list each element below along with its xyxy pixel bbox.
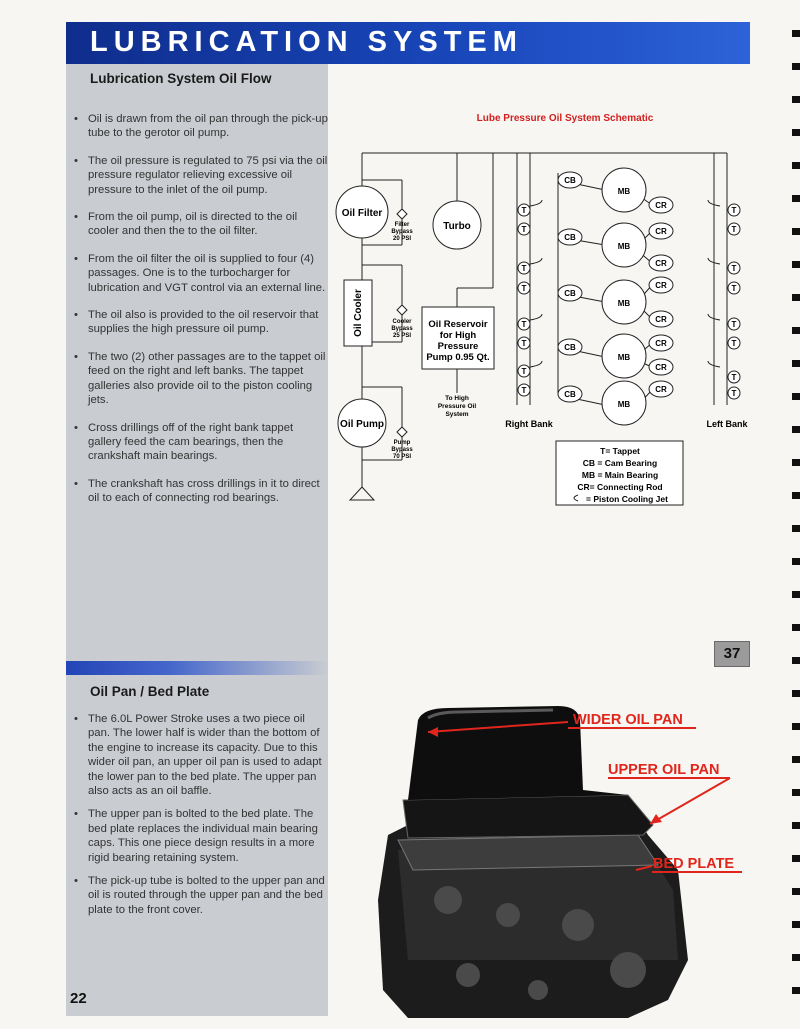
list-item: The upper pan is bolted to the bed plate… bbox=[70, 807, 328, 865]
conn-rod-label: CR bbox=[655, 201, 667, 210]
main-bearing-label: MB bbox=[618, 299, 631, 308]
conn-rod-label: CR bbox=[655, 385, 667, 394]
legend-entry: CR= Connecting Rod bbox=[577, 482, 662, 492]
legend-entry: MB = Main Bearing bbox=[582, 470, 658, 480]
list-item: The pick-up tube is bolted to the upper … bbox=[70, 874, 328, 917]
reservoir-label: Pressure bbox=[438, 341, 479, 352]
reservoir-label: Oil Reservoir bbox=[428, 319, 487, 330]
oil-pan-list: The 6.0L Power Stroke uses a two piece o… bbox=[70, 712, 328, 926]
bed-plate-label: BED PLATE bbox=[653, 856, 734, 872]
lube-schematic: Lube Pressure Oil System Schematic Oil F… bbox=[335, 113, 748, 506]
turbo-label: Turbo bbox=[443, 221, 471, 232]
tappet-label: T bbox=[522, 386, 527, 395]
tappet-label: T bbox=[732, 389, 737, 398]
filter-bypass-label: Bypass bbox=[391, 229, 413, 235]
page-number: 22 bbox=[70, 990, 87, 1007]
list-item: From the oil pump, oil is directed to th… bbox=[70, 210, 328, 239]
pump-bypass-label: Bypass bbox=[391, 447, 413, 453]
conn-rod-label: CR bbox=[655, 259, 667, 268]
binding-holes bbox=[792, 30, 800, 994]
tappet-label: T bbox=[732, 264, 737, 273]
main-bearing-label: MB bbox=[618, 400, 631, 409]
reservoir-label: Pump 0.95 Qt. bbox=[426, 352, 489, 363]
chapter-title: LUBRICATION SYSTEM bbox=[90, 26, 523, 58]
main-bearing-label: MB bbox=[618, 242, 631, 251]
legend-entry: T= Tappet bbox=[600, 446, 640, 456]
tappet-label: T bbox=[522, 264, 527, 273]
conn-rod-label: CR bbox=[655, 227, 667, 236]
oil-cooler-label: Oil Cooler bbox=[353, 289, 364, 337]
cooler-bypass-label: Bypass bbox=[391, 326, 413, 332]
conn-rod-label: CR bbox=[655, 363, 667, 372]
to-high-pressure-label: Pressure Oil bbox=[438, 403, 476, 410]
conn-rod-label: CR bbox=[655, 315, 667, 324]
tappet-label: T bbox=[732, 284, 737, 293]
chapter-header: LUBRICATION SYSTEM bbox=[66, 22, 750, 64]
list-item: The oil also is provided to the oil rese… bbox=[70, 308, 328, 337]
list-item: Cross drillings off of the right bank ta… bbox=[70, 421, 328, 464]
tappet-label: T bbox=[522, 367, 527, 376]
tappet-label: T bbox=[522, 206, 527, 215]
list-item: The two (2) other passages are to the ta… bbox=[70, 350, 328, 408]
reservoir-label: for High bbox=[440, 330, 477, 341]
schematic-title: Lube Pressure Oil System Schematic bbox=[477, 113, 654, 124]
tappet-label: T bbox=[522, 225, 527, 234]
cam-bearing-label: CB bbox=[564, 233, 576, 242]
right-bank-label: Right Bank bbox=[505, 419, 553, 429]
tappet-label: T bbox=[522, 339, 527, 348]
pump-bypass-label: 70 PSI bbox=[393, 454, 411, 460]
left-bank-label: Left Bank bbox=[706, 419, 748, 429]
cam-bearing-label: CB bbox=[564, 289, 576, 298]
schematic-legend bbox=[555, 440, 684, 506]
section-divider bbox=[66, 661, 328, 675]
section-title-oil-pan: Oil Pan / Bed Plate bbox=[90, 684, 210, 699]
pump-bypass-label: Pump bbox=[394, 440, 411, 446]
tappet-label: T bbox=[522, 284, 527, 293]
conn-rod-label: CR bbox=[655, 339, 667, 348]
page-badge-37: 37 bbox=[714, 641, 750, 667]
cooler-bypass-label: 25 PSI bbox=[393, 333, 411, 339]
conn-rod-label: CR bbox=[655, 281, 667, 290]
cooler-bypass-label: Cooler bbox=[392, 319, 412, 325]
legend-entry: = Piston Cooling Jet bbox=[586, 494, 668, 504]
cam-bearing-label: CB bbox=[564, 343, 576, 352]
section-title-oil-flow: Lubrication System Oil Flow bbox=[90, 71, 272, 86]
legend-entry: CB = Cam Bearing bbox=[583, 458, 657, 468]
list-item: From the oil filter the oil is supplied … bbox=[70, 252, 328, 295]
oil-flow-list: Oil is drawn from the oil pan through th… bbox=[70, 112, 328, 519]
wider-oil-pan-label: WIDER OIL PAN bbox=[573, 712, 683, 728]
filter-bypass-label: 20 PSI bbox=[393, 236, 411, 242]
tappet-label: T bbox=[732, 225, 737, 234]
list-item: The 6.0L Power Stroke uses a two piece o… bbox=[70, 712, 328, 798]
to-high-pressure-label: To High bbox=[445, 395, 469, 402]
list-item: The crankshaft has cross drillings in it… bbox=[70, 477, 328, 506]
filter-bypass-label: Filter bbox=[395, 222, 410, 228]
main-bearing-label: MB bbox=[618, 187, 631, 196]
upper-oil-pan-label: UPPER OIL PAN bbox=[608, 762, 719, 778]
oil-filter-label: Oil Filter bbox=[342, 208, 383, 219]
list-item: Oil is drawn from the oil pan through th… bbox=[70, 112, 328, 141]
cooling-jet-icon bbox=[573, 494, 579, 502]
tappet-label: T bbox=[732, 206, 737, 215]
list-item: The oil pressure is regulated to 75 psi … bbox=[70, 154, 328, 197]
cam-bearing-label: CB bbox=[564, 390, 576, 399]
tappet-label: T bbox=[732, 373, 737, 382]
tappet-label: T bbox=[732, 339, 737, 348]
tappet-label: T bbox=[522, 320, 527, 329]
engine-photo: WIDER OIL PAN UPPER OIL PAN BED PLATE bbox=[378, 700, 750, 1020]
main-bearing-label: MB bbox=[618, 353, 631, 362]
tappet-label: T bbox=[732, 320, 737, 329]
oil-pump-label: Oil Pump bbox=[340, 419, 384, 430]
to-high-pressure-label: System bbox=[445, 411, 468, 418]
cam-bearing-label: CB bbox=[564, 176, 576, 185]
